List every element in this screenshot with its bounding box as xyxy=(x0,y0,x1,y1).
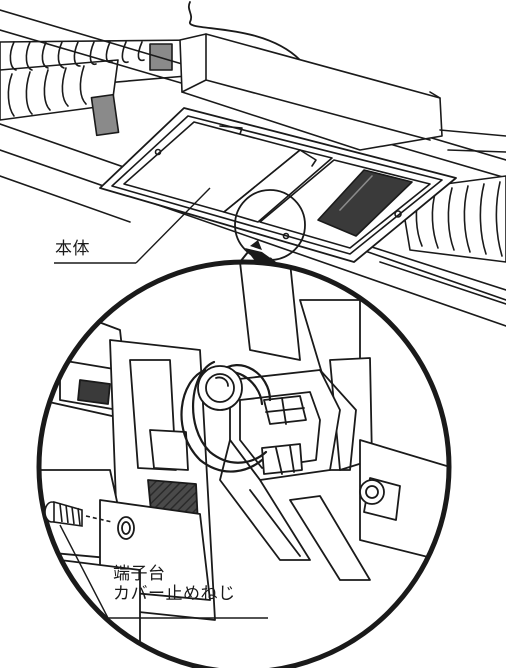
power-wire xyxy=(187,1,301,61)
fan-housing xyxy=(179,33,443,151)
terminal-cover-screw-label-line1: 端子台 xyxy=(113,564,166,584)
zoom-detail xyxy=(36,259,452,668)
screw-leader xyxy=(59,524,268,619)
left-duct xyxy=(0,39,211,137)
main-body-label: 本体 xyxy=(55,239,90,259)
screw-icon xyxy=(44,500,113,527)
terminal-cover-screw-label-line2: カバー止めねじ xyxy=(113,583,236,604)
ceiling-overview xyxy=(0,1,506,327)
terminal-cover-screw-label: 端子台 カバー止めねじ xyxy=(113,564,236,604)
main-body-leader xyxy=(54,187,211,264)
main-body-panel xyxy=(99,107,457,263)
